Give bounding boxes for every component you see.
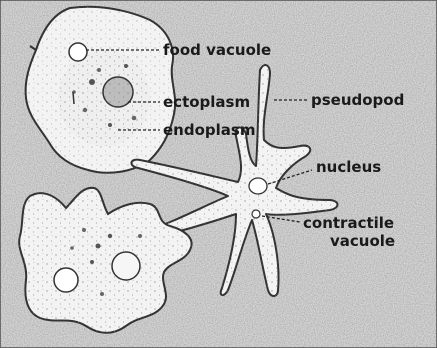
label-food-vacuole: food vacuole [163, 41, 271, 59]
label-ectoplasm: ectoplasm [163, 93, 250, 111]
lobed-food-vacuole [54, 268, 78, 292]
label-pseudopod: pseudopod [311, 91, 404, 109]
food-vacuole [69, 43, 87, 61]
label-endoplasm: endoplasm [163, 121, 255, 139]
label-vacuole: vacuole [330, 232, 395, 250]
label-nucleus: nucleus [316, 158, 381, 176]
contractile-vacuole [252, 210, 260, 218]
star-nucleus [249, 178, 267, 194]
lobed-nucleus [112, 252, 140, 280]
label-contractile: contractile [303, 214, 394, 232]
